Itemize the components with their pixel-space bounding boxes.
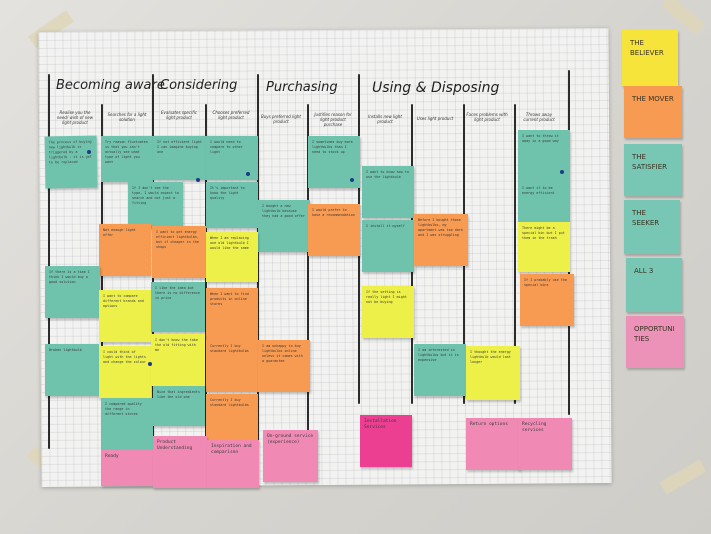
sub-header: Buys preferred light product xyxy=(261,114,301,124)
sticky-note: I thought the energy lightbulb would las… xyxy=(466,346,520,400)
opportunity-note: Recycling services xyxy=(518,418,572,470)
stage-line xyxy=(101,104,103,454)
sticky-note: I could think of light with the lights a… xyxy=(99,346,151,398)
persona-note: THE SEEKER xyxy=(624,200,680,254)
persona-note: OPPORTUNITIES xyxy=(626,316,684,368)
opportunity-note: Inspiration and comparison xyxy=(207,440,259,488)
sticky-note: Currently I buy standard lightbulbs xyxy=(206,340,258,392)
sticky-note: I would prefer to have a recommendation xyxy=(308,204,360,256)
opportunity-note: On-ground service (experience) xyxy=(263,430,318,482)
persona-note: ALL 3 xyxy=(626,258,682,312)
blue-dot-marker xyxy=(196,178,200,182)
sub-header: Installs new light product xyxy=(368,114,402,124)
sticky-note: I bought a new lightbulb because they ha… xyxy=(258,200,310,252)
sticky-note: Try reason fluctuates is that you can't … xyxy=(101,136,153,182)
sticky-note: I don't know the take the old fitting wi… xyxy=(151,334,205,386)
sticky-note: I would need to compare to other light xyxy=(206,136,258,180)
phase-using-disposing: Using & Disposing xyxy=(372,80,500,96)
stage-line xyxy=(257,74,259,459)
sticky-note: When I want to find products in online s… xyxy=(206,288,258,340)
sticky-note: If I probably use the special bins xyxy=(520,274,574,326)
sticky-note: I want it to be energy efficient xyxy=(518,182,570,222)
sub-header: Searches for a light solution xyxy=(107,112,147,122)
sticky-note: If not efficient light I can imagine buy… xyxy=(153,136,206,180)
sticky-note: Nice that ingredients like the old one xyxy=(153,386,205,426)
phase-purchasing: Purchasing xyxy=(266,80,338,95)
opportunity-note: Return options xyxy=(466,418,520,470)
sticky-note: I like the idea but there is no differen… xyxy=(151,282,205,332)
sticky-note: Broken lightbulb xyxy=(45,344,99,396)
sticky-note: Currently I buy standard lightbulbs xyxy=(206,394,258,444)
blue-dot-marker xyxy=(246,172,250,176)
opportunity-note: Ready xyxy=(101,450,153,486)
sub-header: Realise you the need/ wish of new light … xyxy=(56,110,94,125)
sub-header: Evaluates specific light product xyxy=(160,110,197,120)
blue-dot-marker xyxy=(350,178,354,182)
sub-header: Uses light product xyxy=(416,116,454,121)
stage-line xyxy=(48,74,50,449)
sticky-note: There might be a special bin but I put t… xyxy=(518,222,570,272)
sticky-note: I compared quality the range in differen… xyxy=(101,398,153,450)
sticky-note: If there is a time I think I would buy a… xyxy=(45,266,100,318)
sticky-note: I am unhappy to buy lightbulbs online un… xyxy=(258,340,310,392)
persona-note: THE MOVER xyxy=(624,86,682,138)
sticky-note: If I don't see the type, I would expect … xyxy=(128,182,183,228)
persona-note: THE SATISFIER xyxy=(624,144,682,196)
sub-header: Justifies reason for light product purch… xyxy=(314,112,352,127)
blue-dot-marker xyxy=(560,170,564,174)
sticky-note: I want to throw it away in a good way xyxy=(518,130,570,182)
phase-becoming-aware: Becoming aware xyxy=(56,78,165,93)
sticky-note: Before I bought those lightbulbs, my apa… xyxy=(414,214,468,266)
sticky-note: When I am replacing one old lightbulb I … xyxy=(206,232,258,282)
sticky-note: The process of buying new lightbulb is t… xyxy=(44,135,98,189)
sticky-note: Not enough light offer xyxy=(99,224,151,276)
stage-line xyxy=(307,104,309,459)
sticky-note: It's important to know the light quality xyxy=(206,182,258,228)
stage-line xyxy=(514,104,516,404)
blue-dot-marker xyxy=(87,150,91,154)
sticky-note: If the setting is really light I might n… xyxy=(362,286,414,338)
sticky-note: I want to get energy efficient lightbulb… xyxy=(152,226,206,278)
sticky-note: I want to compare different brands and o… xyxy=(99,290,151,342)
sub-header: Throws away current product xyxy=(523,112,555,122)
persona-note: THE BELIEVER xyxy=(622,30,678,86)
sub-header: Chooses preferred light product xyxy=(212,110,250,120)
opportunity-note: Product Understanding xyxy=(153,436,207,488)
phase-considering: Considering xyxy=(160,78,238,93)
opportunity-note: Installation Services xyxy=(360,415,412,467)
blue-dot-marker xyxy=(148,362,152,366)
sticky-note: I am interested in lightbulbs but it is … xyxy=(414,344,466,396)
sticky-note: I install it myself xyxy=(362,220,414,272)
sub-header: Faces problems with light product xyxy=(466,112,508,122)
sticky-note: I want to know how to use the lightbulb xyxy=(362,166,414,218)
